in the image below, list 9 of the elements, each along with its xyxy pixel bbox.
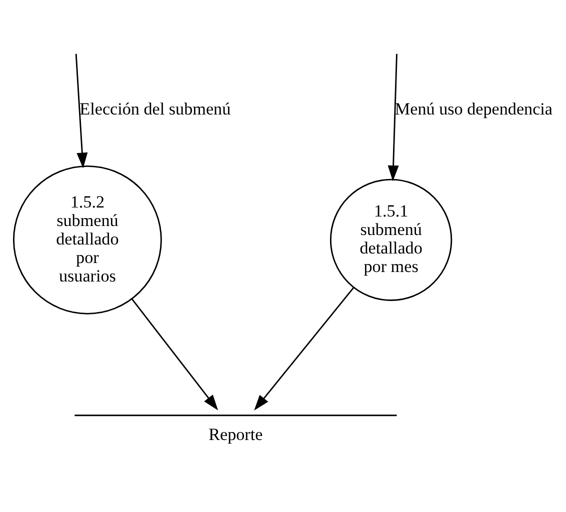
arrow bbox=[254, 286, 354, 410]
edge-label: Menú uso dependencia bbox=[394, 98, 553, 118]
node-text: Reporte bbox=[208, 424, 263, 444]
arrow bbox=[75, 53, 88, 168]
arrow bbox=[388, 53, 399, 181]
node-circle: 1.5.1 submenú detallado por mes bbox=[330, 178, 452, 300]
edge-label: Elección del submenú bbox=[80, 98, 231, 118]
arrow bbox=[131, 298, 218, 410]
node-circle: 1.5.2 submenú detallado por usuarios bbox=[13, 164, 162, 314]
